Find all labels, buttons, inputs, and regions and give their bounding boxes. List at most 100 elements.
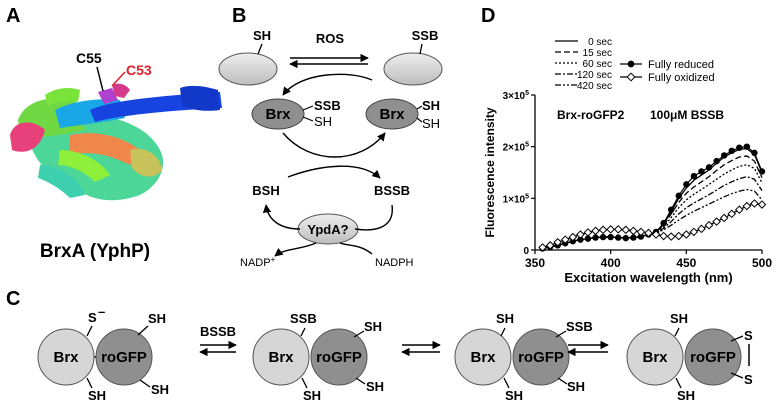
panel-letter-b: B — [232, 5, 246, 27]
data-point-reduced — [622, 234, 629, 242]
x-tick-label: 400 — [601, 256, 621, 270]
brx-rogfp-state-glutathionylated: Brx roGFP SSB SH SH SH — [252, 311, 384, 403]
ssb-c3: SSB — [566, 319, 593, 334]
data-point-reduced — [599, 233, 607, 241]
y-axis-label: Fluorescence intensity — [483, 107, 497, 237]
data-point-oxidized — [757, 200, 767, 209]
residue-label-c55: C55 — [76, 50, 102, 66]
disulfide-s-top: S — [744, 328, 753, 343]
protein-ribbon-structure — [10, 83, 222, 201]
data-point-reduced — [630, 234, 637, 241]
data-point-oxidized — [644, 228, 653, 238]
brx-rogfp-state-disulfide: Brx roGFP SH S S SH — [626, 311, 753, 403]
x-axis-label: Excitation wavelength (nm) — [564, 270, 732, 285]
annotation-construct: Brx-roGFP2 — [557, 108, 625, 122]
bsh-label: BSH — [252, 183, 279, 198]
data-point-reduced — [675, 192, 682, 199]
sh-c4-brx: SH — [677, 388, 695, 403]
thiolate-minus: – — [98, 304, 105, 319]
data-point-oxidized — [553, 237, 563, 247]
sh-c2-bottom: SH — [366, 379, 384, 394]
brx-label-c2: Brx — [268, 349, 294, 366]
sh-label-right-2: SH — [422, 116, 440, 131]
legend-label: Fully oxidized — [648, 72, 715, 84]
legend-label: 120 sec — [577, 70, 612, 81]
y-tick-label: 1×105 — [503, 193, 530, 205]
data-point-oxidized — [689, 227, 699, 237]
sh-c1-top: SH — [148, 311, 166, 326]
data-point-reduced — [683, 181, 690, 188]
brx-oval-left — [251, 98, 305, 130]
legend-label: Fully reduced — [648, 59, 714, 71]
brx-label-c1: Brx — [53, 349, 79, 366]
sh-c3-bottom: SH — [567, 379, 585, 394]
legend-marker-oxidized — [626, 72, 636, 82]
residue-pointer-c53 — [111, 71, 126, 87]
data-point-oxidized — [659, 231, 668, 241]
panel-letter-d: D — [481, 5, 495, 27]
data-point-reduced — [713, 157, 720, 165]
y-tick-label: 0 — [523, 246, 529, 257]
data-point-reduced — [592, 234, 599, 241]
data-point-oxidized — [712, 217, 721, 226]
protein-oval-reduced — [218, 52, 278, 86]
structure-caption: BrxA (YphP) — [40, 241, 150, 262]
data-point-reduced — [584, 235, 592, 242]
data-point-reduced — [758, 168, 766, 175]
panel-letter-a: A — [6, 5, 20, 27]
sh-c2-brx: SH — [303, 388, 321, 403]
data-point-oxidized — [674, 231, 684, 241]
data-point-oxidized — [591, 226, 600, 236]
thiolate-label: S — [88, 310, 97, 325]
data-point-reduced — [660, 219, 667, 227]
sh-c1-brx: SH — [88, 388, 106, 403]
data-point-oxidized — [704, 220, 714, 230]
data-point-oxidized — [568, 232, 578, 242]
rogfp-label-c3: roGFP — [518, 349, 564, 366]
y-tick-label: 3×105 — [503, 90, 530, 102]
sh-label-right-1: SH — [422, 98, 440, 113]
data-point-reduced — [720, 152, 728, 159]
sh-c1-bottom: SH — [151, 382, 169, 397]
data-point-reduced — [698, 168, 705, 175]
data-point-reduced — [743, 143, 751, 150]
data-point-oxidized — [629, 226, 638, 236]
brx-rogfp-state-thiolate: Brx roGFP S – SH SH SH — [37, 304, 169, 403]
brx-oval-right — [365, 98, 419, 130]
data-point-oxidized — [697, 224, 706, 234]
ssb-label-top: SSB — [412, 28, 439, 43]
data-point-oxidized — [583, 228, 593, 237]
ypda-label: YpdA? — [307, 222, 348, 237]
data-point-reduced — [577, 236, 584, 243]
data-point-reduced — [736, 144, 743, 151]
brx-rogfp-state-rogfp-glutathionylated: Brx roGFP SH SSB SH SH — [454, 311, 593, 403]
data-point-reduced — [690, 172, 698, 180]
sh-c4-brx-top: SH — [670, 311, 688, 326]
brx-label-left: Brx — [265, 106, 291, 123]
ssb-label-left: SSB — [314, 98, 341, 113]
data-point-reduced — [668, 206, 675, 213]
panel-letter-c: C — [6, 288, 20, 310]
bssb-label-c: BSSB — [200, 324, 236, 339]
data-point-oxidized — [560, 235, 570, 244]
x-tick-label: 500 — [752, 256, 772, 270]
brx-label-right: Brx — [379, 106, 405, 123]
rogfp-label-c1: roGFP — [101, 349, 147, 366]
brx-label-c4: Brx — [642, 349, 668, 366]
sh-c2-top: SH — [364, 319, 382, 334]
data-point-reduced — [705, 164, 713, 171]
x-tick-label: 450 — [676, 256, 696, 270]
rogfp-label-c2: roGFP — [316, 349, 362, 366]
data-point-oxidized — [651, 230, 661, 239]
annotation-treatment: 100μM BSSB — [650, 108, 724, 122]
protein-oval-oxidized — [383, 52, 443, 86]
data-point-oxidized — [621, 225, 631, 235]
data-point-oxidized — [734, 205, 744, 215]
data-point-oxidized — [545, 241, 555, 250]
legend-label: 60 sec — [583, 59, 612, 70]
nadp-label: NADP+ — [240, 255, 276, 269]
legend-label: 0 sec — [588, 37, 612, 48]
data-point-oxidized — [576, 230, 585, 239]
